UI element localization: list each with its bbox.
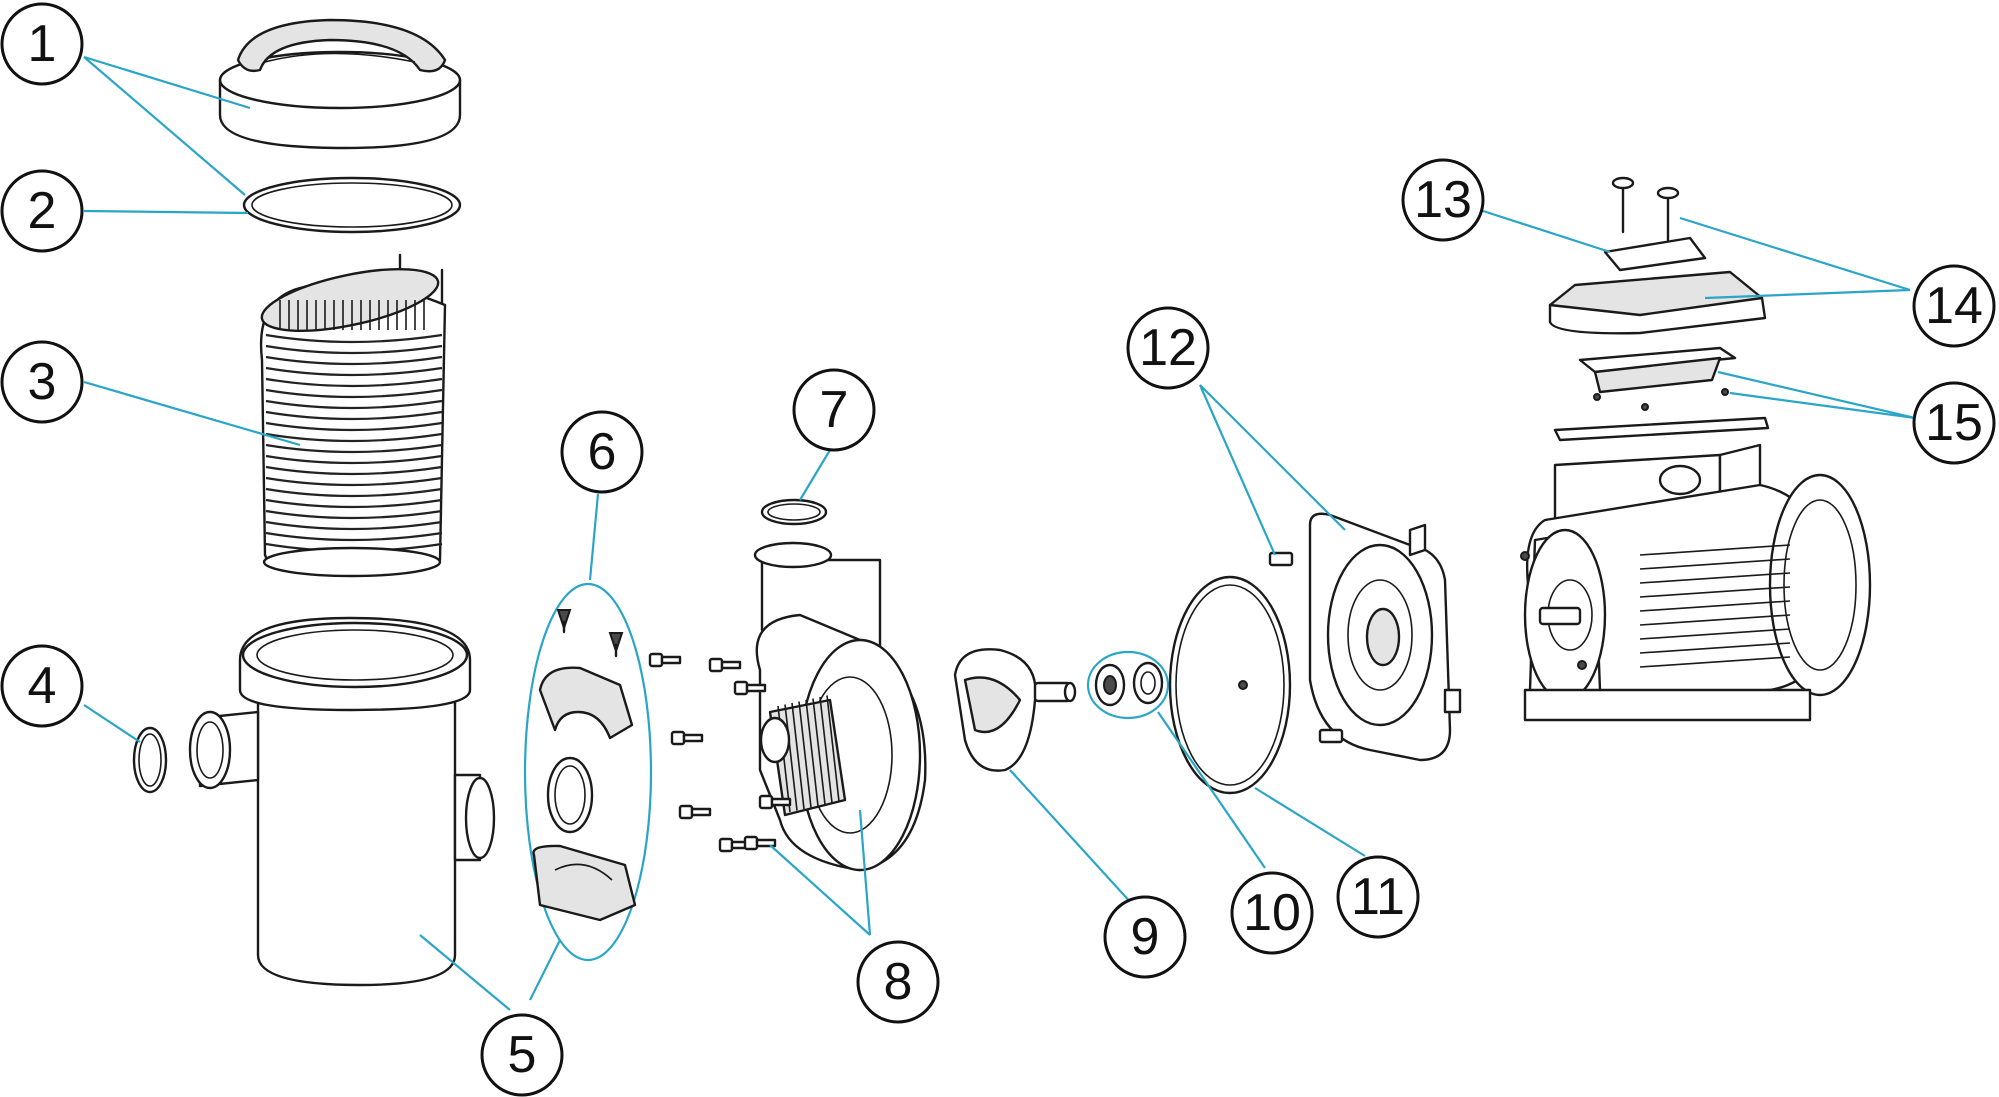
callout-4: 4 xyxy=(0,644,84,728)
leader-12 xyxy=(1198,384,1277,556)
leader-5 xyxy=(419,934,511,1011)
leader-10 xyxy=(1157,711,1266,869)
callout-12-label: 12 xyxy=(1139,319,1197,377)
screw xyxy=(733,680,767,696)
screw xyxy=(670,730,704,746)
part-mechanical-seal xyxy=(1086,650,1170,720)
part-seal-plate xyxy=(1268,512,1462,762)
leader-11 xyxy=(1254,787,1366,857)
callout-5: 5 xyxy=(480,1013,564,1097)
leader-14 xyxy=(1704,288,1911,300)
callout-1: 1 xyxy=(0,2,84,86)
part-basket xyxy=(259,253,447,578)
part-body-oring xyxy=(1168,575,1292,795)
leader-7 xyxy=(799,449,831,501)
part-pump-body xyxy=(648,541,927,872)
callout-15: 15 xyxy=(1912,381,1996,465)
part-strainer-housing xyxy=(188,616,496,987)
leader-12b xyxy=(1199,384,1346,531)
screw xyxy=(743,835,777,851)
callout-3: 3 xyxy=(0,340,84,424)
leader-8b xyxy=(769,844,871,936)
callout-10-label: 10 xyxy=(1243,884,1301,942)
callout-1-label: 1 xyxy=(28,15,57,73)
callout-4-label: 4 xyxy=(28,657,57,715)
part-lid-oring xyxy=(242,176,462,234)
callout-11: 11 xyxy=(1336,855,1420,939)
leader-15 xyxy=(1717,370,1916,420)
part-outlet-oring xyxy=(760,498,828,526)
callout-13-label: 13 xyxy=(1414,171,1472,229)
part-clamp-kit xyxy=(523,582,653,962)
callout-15-label: 15 xyxy=(1925,394,1983,452)
leader-14b xyxy=(1679,216,1911,292)
callout-7-label: 7 xyxy=(820,381,849,439)
part-motor xyxy=(1520,443,1872,722)
callout-6: 6 xyxy=(560,410,644,494)
callout-14: 14 xyxy=(1912,264,1996,348)
screw xyxy=(758,794,792,810)
part-lid xyxy=(218,18,462,150)
leader-13 xyxy=(1479,208,1611,254)
leader-2 xyxy=(83,209,249,215)
leader-9 xyxy=(1009,769,1134,906)
callout-2: 2 xyxy=(0,169,84,253)
callout-14-label: 14 xyxy=(1925,277,1983,335)
leader-15b xyxy=(1729,391,1916,420)
callout-8-label: 8 xyxy=(884,953,913,1011)
leader-8 xyxy=(858,809,872,936)
callout-9: 9 xyxy=(1103,895,1187,979)
callout-5-label: 5 xyxy=(508,1026,537,1084)
leader-1 xyxy=(83,55,251,110)
leader-5b xyxy=(529,939,561,1001)
screw xyxy=(678,804,712,820)
part-inlet-oring xyxy=(132,726,168,794)
leader-3 xyxy=(83,380,301,447)
screw xyxy=(648,652,682,668)
callout-9-label: 9 xyxy=(1131,908,1160,966)
callout-12: 12 xyxy=(1126,306,1210,390)
leader-6 xyxy=(588,493,600,581)
callout-11-label: 11 xyxy=(1351,868,1405,926)
part-terminal-box xyxy=(1548,176,1770,442)
callout-8: 8 xyxy=(856,940,940,1024)
screw xyxy=(718,837,752,853)
leader-1b xyxy=(83,56,246,196)
callout-6-label: 6 xyxy=(588,423,617,481)
callout-13: 13 xyxy=(1401,158,1485,242)
screw xyxy=(708,657,742,673)
callout-3-label: 3 xyxy=(28,353,57,411)
callout-7: 7 xyxy=(792,368,876,452)
callout-2-label: 2 xyxy=(28,182,57,240)
part-impeller xyxy=(953,648,1077,772)
callout-10: 10 xyxy=(1230,871,1314,955)
leader-4 xyxy=(83,704,141,743)
leader-lines xyxy=(83,55,1916,1011)
